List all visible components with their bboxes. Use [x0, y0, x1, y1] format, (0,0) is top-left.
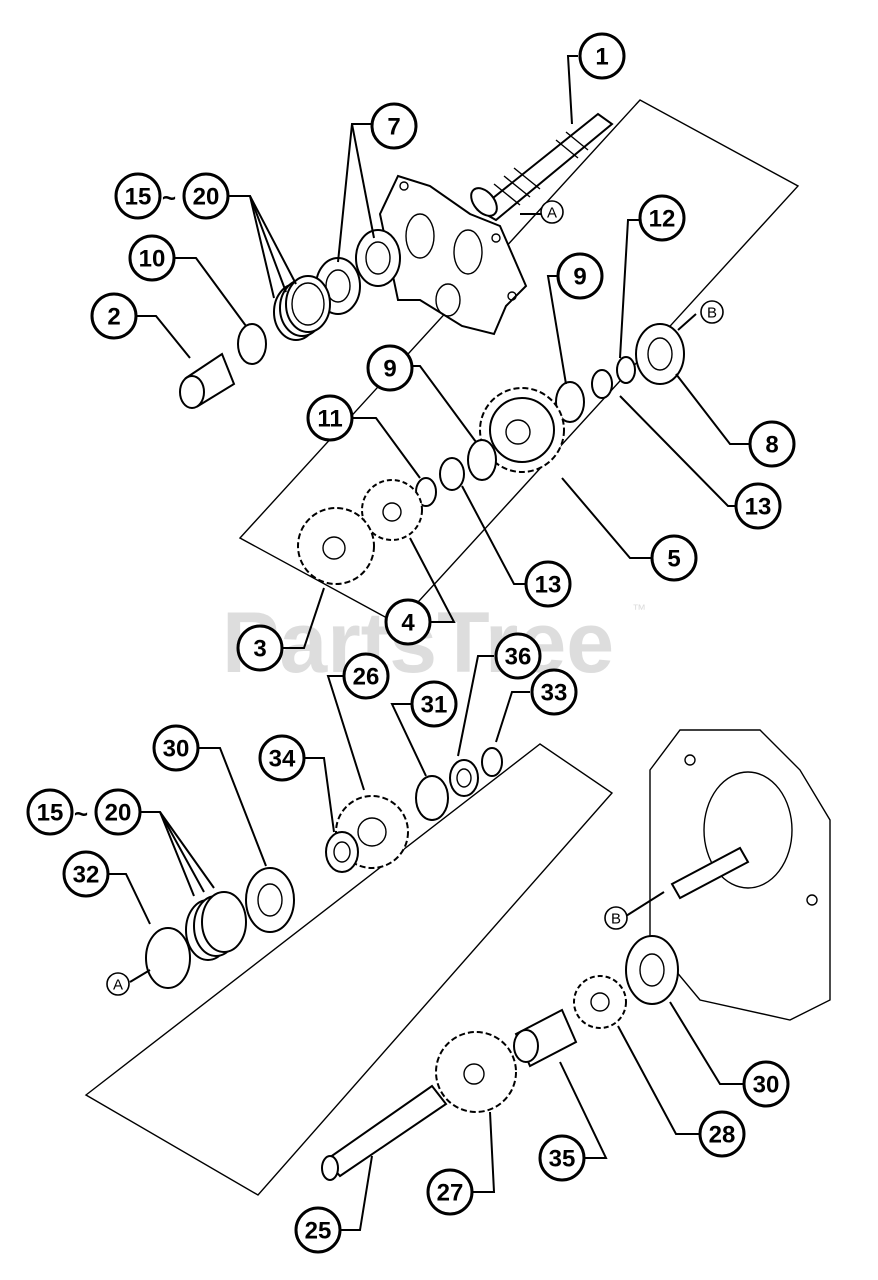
callout-10: 10 [128, 234, 176, 282]
part-8-bearing [635, 323, 685, 385]
callout-30-left: 30 [152, 724, 200, 772]
part-30-bearing-left [245, 867, 295, 933]
part-13-washer-left [439, 457, 465, 491]
svg-text:5: 5 [667, 546, 680, 573]
part-36-washer [449, 759, 479, 797]
svg-text:A: A [113, 977, 123, 994]
svg-text:35: 35 [549, 1146, 576, 1173]
svg-text:11: 11 [317, 406, 342, 433]
callout-9-right: 9 [556, 252, 604, 300]
svg-text:36: 36 [505, 644, 532, 671]
ref-marker-b-bottom: B [604, 906, 628, 930]
part-12-ring [616, 356, 636, 384]
callout-1: 1 [578, 32, 626, 80]
svg-text:2: 2 [107, 304, 120, 331]
part-9-needle-bearing-right [555, 381, 585, 423]
svg-text:20: 20 [105, 800, 132, 827]
svg-text:27: 27 [437, 1180, 464, 1207]
callout-30-right: 30 [742, 1060, 790, 1108]
svg-text:30: 30 [753, 1072, 780, 1099]
callout-32: 32 [62, 850, 110, 898]
svg-text:20: 20 [193, 184, 220, 211]
svg-text:9: 9 [383, 356, 396, 383]
part-15-20-shims-top [273, 275, 331, 341]
callout-3: 3 [236, 624, 284, 672]
ref-marker-b-top: B [700, 300, 724, 324]
part-35-collar [513, 1008, 578, 1068]
part-3-gear [297, 507, 375, 585]
svg-text:B: B [707, 305, 717, 322]
svg-text:~: ~ [162, 185, 176, 212]
part-28-gear [573, 975, 627, 1029]
callout-4: 4 [384, 598, 432, 646]
svg-text:10: 10 [139, 246, 166, 273]
part-5-gear [479, 387, 565, 473]
callout-8: 8 [748, 420, 796, 468]
callout-26: 26 [342, 652, 390, 700]
callout-36: 36 [494, 632, 542, 680]
svg-text:13: 13 [745, 494, 772, 521]
callout-7: 7 [370, 102, 418, 150]
svg-text:B: B [611, 911, 621, 928]
part-34-washer [325, 831, 359, 873]
svg-text:30: 30 [163, 736, 190, 763]
part-33-ring [481, 747, 503, 777]
callout-2: 2 [90, 292, 138, 340]
callout-15-20-bottom: 15 20 [26, 788, 142, 836]
part-31-needle-bearing [415, 775, 449, 821]
callout-28: 28 [698, 1110, 746, 1158]
callout-13-right: 13 [734, 482, 782, 530]
part-30-bearing-right [625, 935, 679, 1005]
part-2-collar [179, 352, 236, 409]
callout-25: 25 [294, 1206, 342, 1254]
svg-text:4: 4 [401, 610, 415, 637]
svg-text:34: 34 [269, 746, 296, 773]
callout-31: 31 [410, 680, 458, 728]
ref-marker-a-top: A [540, 200, 564, 224]
svg-text:3: 3 [253, 636, 266, 663]
svg-text:~: ~ [74, 801, 88, 828]
callout-27: 27 [426, 1168, 474, 1216]
range-tilde-top: ~ [162, 185, 176, 212]
svg-text:A: A [547, 205, 557, 222]
svg-text:8: 8 [765, 432, 778, 459]
part-4-gear [361, 479, 423, 541]
part-1-shaft [470, 112, 614, 222]
part-27-gear [435, 1031, 517, 1113]
callout-12: 12 [638, 194, 686, 242]
callout-15-20-top: 15 20 [114, 172, 230, 220]
svg-text:12: 12 [649, 206, 676, 233]
callout-33: 33 [530, 668, 578, 716]
part-10-snap-ring [237, 323, 267, 365]
watermark: PartsTree ™ [222, 595, 646, 691]
callout-13-left: 13 [524, 560, 572, 608]
svg-text:7: 7 [387, 114, 400, 141]
callout-34: 34 [258, 734, 306, 782]
callout-35: 35 [538, 1134, 586, 1182]
callout-5: 5 [650, 534, 698, 582]
part-32-snap-ring [145, 927, 191, 989]
svg-text:9: 9 [573, 264, 586, 291]
ref-marker-a-bottom: A [106, 972, 130, 996]
svg-text:15: 15 [125, 184, 152, 211]
callout-11: 11 [306, 394, 354, 442]
part-9-needle-bearing-left [467, 439, 497, 481]
part-25-shaft [321, 1084, 448, 1181]
svg-text:26: 26 [353, 664, 380, 691]
svg-text:25: 25 [305, 1218, 332, 1245]
part-13-washer-right [591, 369, 613, 399]
housing-plate [378, 174, 528, 336]
svg-text:32: 32 [73, 862, 100, 889]
watermark-trademark: ™ [632, 601, 646, 617]
callout-9-left: 9 [366, 344, 414, 392]
svg-text:31: 31 [421, 692, 448, 719]
svg-text:1: 1 [595, 44, 608, 71]
svg-text:33: 33 [541, 680, 568, 707]
svg-text:13: 13 [535, 572, 562, 599]
svg-text:15: 15 [37, 800, 64, 827]
svg-text:28: 28 [709, 1122, 736, 1149]
range-tilde-bottom: ~ [74, 801, 88, 828]
part-15-20-shims-bottom [185, 891, 247, 961]
